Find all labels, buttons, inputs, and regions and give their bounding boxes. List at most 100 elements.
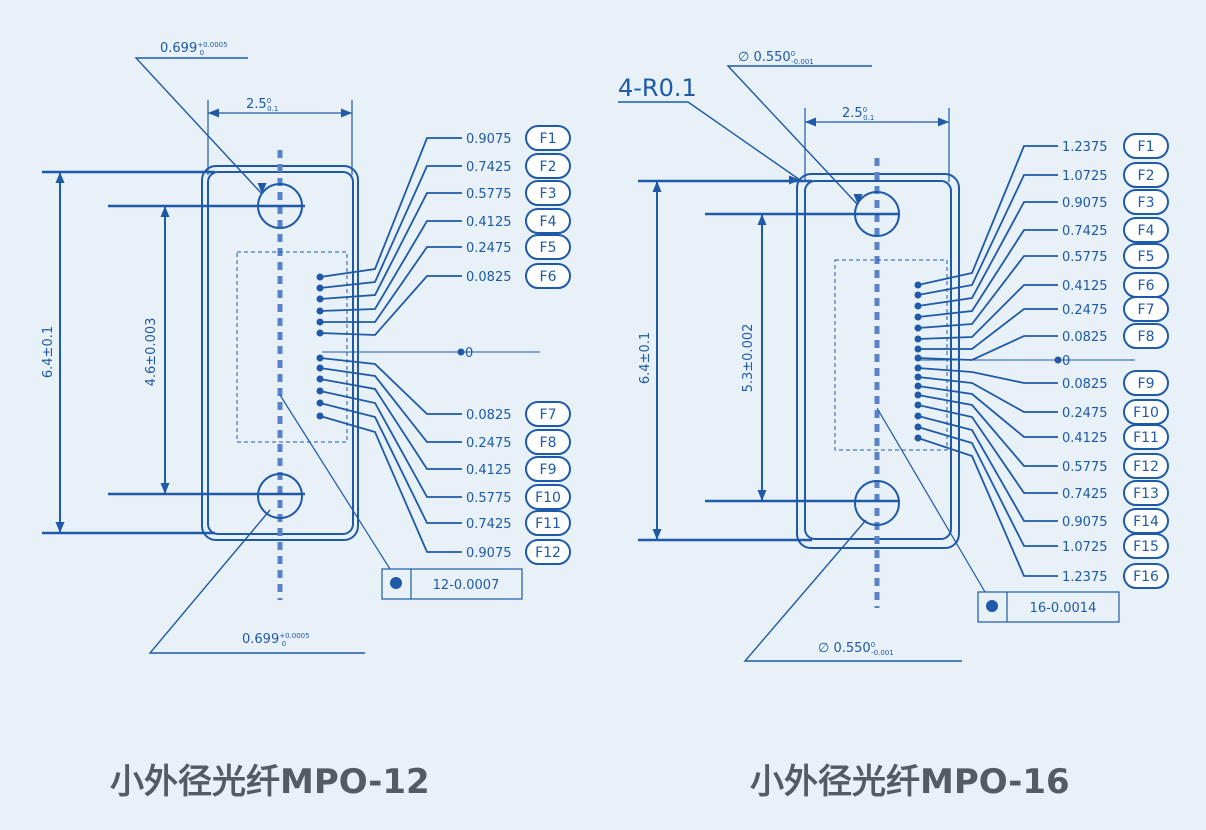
- mpo16-tol-leader: [876, 407, 986, 593]
- mpo16-fiber-area: [834, 259, 948, 451]
- mpo16-fiber-leader-F11: [917, 385, 1058, 438]
- mpo16-fiber-value-F15: 1.0725: [1062, 540, 1108, 555]
- mpo16-fiber-F1-tag-label: F1: [1138, 139, 1155, 155]
- mpo16-height-arrow-bottom: [652, 529, 662, 540]
- mpo16-height-arrow-top: [652, 181, 662, 192]
- mpo16-fiber-F5-tag-label: F5: [1138, 249, 1155, 265]
- caption-mpo12: 小外径光纤MPO-12: [110, 762, 430, 802]
- mpo12-fiber-F7-tag-label: F7: [540, 407, 557, 423]
- mpo16-fiber-value-F11: 0.4125: [1062, 431, 1108, 446]
- mpo12-fiber-value-F10: 0.5775: [466, 491, 512, 506]
- mpo16-fiber-F3-tag-label: F3: [1138, 195, 1155, 211]
- mpo16-fiber-leader-F9: [917, 367, 1058, 384]
- mpo12-pitch-dim: 4.6±0.003: [144, 318, 159, 387]
- mpo12-fiber-F12-tag: [525, 539, 571, 565]
- mpo16-fiber-F9-tag-label: F9: [1138, 376, 1155, 392]
- mpo16-position-icon: [986, 600, 998, 612]
- mpo16-fiber-leader-F14: [917, 415, 1058, 522]
- mpo12-fiber-F2-tag: [525, 153, 571, 179]
- mpo12-fiber-leader-F12: [319, 415, 462, 553]
- mpo16-fiber-F3-tag: [1123, 189, 1169, 215]
- mpo16-fiber-F14-tag-label: F14: [1133, 514, 1159, 530]
- mpo16-fiber-leader-F16: [917, 437, 1058, 577]
- mpo12-fiber-F7-tag: [525, 401, 571, 427]
- mpo16-pitch-arrow-bottom: [757, 490, 767, 501]
- mpo12-pin-leader-top: [134, 57, 263, 195]
- mpo12-fiber-leader-F11: [319, 402, 462, 524]
- mpo12-fiber-leader-F6: [319, 275, 462, 336]
- mpo12-fiber-area: [236, 251, 348, 443]
- mpo16-fiber-leader-F10: [917, 376, 1058, 413]
- mpo16-fiber-F16-tag: [1123, 563, 1169, 589]
- mpo16-fiber-F1-tag: [1123, 133, 1169, 159]
- mpo12-fiber-F2-tag-label: F2: [540, 159, 557, 175]
- mpo12-fiber-value-F11: 0.7425: [466, 517, 512, 532]
- mpo12-pitch-arrow-bottom: [160, 483, 170, 494]
- mpo16-fiber-F12-tag-label: F12: [1133, 459, 1159, 475]
- mpo12-fiber-F3-tag: [525, 180, 571, 206]
- mpo16-fiber-leader-F3: [917, 201, 1058, 307]
- mpo16-fiber-F8-tag-label: F8: [1138, 329, 1155, 345]
- mpo16-fiber-F8-tag: [1123, 323, 1169, 349]
- mpo16-fiber-value-F12: 0.5775: [1062, 460, 1108, 475]
- mpo12-fiber-F12-tag-label: F12: [535, 545, 561, 561]
- mpo12-position-icon: [390, 577, 402, 589]
- caption-mpo16: 小外径光纤MPO-16: [750, 762, 1070, 802]
- mpo16-fiber-F13-tag-label: F13: [1133, 486, 1159, 502]
- mpo12-fiber-value-F7: 0.0825: [466, 408, 512, 423]
- mpo12-fiber-F6-tag-label: F6: [540, 269, 557, 285]
- mpo16-fiber-F11-tag: [1123, 424, 1169, 450]
- mpo16-fiber-F6-tag-label: F6: [1138, 278, 1155, 294]
- mpo16-pin-leader-top-arrow: [853, 194, 863, 205]
- mpo16-fiber-F5-tag: [1123, 243, 1169, 269]
- mpo12-fiber-leader-F8: [319, 367, 462, 443]
- mpo16-fiber-leader-F15: [917, 426, 1058, 547]
- mpo12-origin-label: 0: [465, 346, 473, 361]
- mpo16-position-tol: 16-0.0014: [1030, 601, 1097, 616]
- mpo12-pin-leader-top-arrow: [257, 183, 267, 194]
- mpo12-fiber-F11-tag: [525, 510, 571, 536]
- mpo12-fiber-value-F6: 0.0825: [466, 270, 512, 285]
- mpo16-fiber-value-F2: 1.0725: [1062, 169, 1108, 184]
- mpo16-pitch-arrow-top: [757, 214, 767, 225]
- mpo16-fiber-value-F3: 0.9075: [1062, 196, 1108, 211]
- mpo12-fiber-F4-tag-label: F4: [540, 214, 557, 230]
- mpo16-origin-dot: [1054, 356, 1062, 364]
- mpo16-fiber-leader-F12: [917, 394, 1058, 467]
- mpo16-fiber-F2-tag: [1123, 162, 1169, 188]
- mpo16-fiber-leader-F5: [917, 255, 1058, 329]
- mpo16-fiber-leader-F7: [918, 308, 1058, 350]
- mpo12-position-tol: 12-0.0007: [433, 578, 500, 593]
- mpo16-fiber-leader-F1: [917, 145, 1058, 286]
- mpo12-fiber-F1-tag: [525, 125, 571, 151]
- mpo12-fiber-value-F1: 0.9075: [466, 132, 512, 147]
- mpo12-fiber-leader-F3: [319, 192, 462, 300]
- mpo12-fiber-F1-tag-label: F1: [540, 131, 557, 147]
- mpo16-fiber-value-F16: 1.2375: [1062, 570, 1108, 585]
- mpo12-height-arrow-bottom: [55, 522, 65, 533]
- mpo12-fiber-F6-tag: [525, 263, 571, 289]
- mpo16-fiber-F15-tag: [1123, 533, 1169, 559]
- mpo16-fiber-value-F4: 0.7425: [1062, 224, 1108, 239]
- mpo16-pin-dim-bottom: ∅ 0.5500-0.001: [818, 641, 894, 657]
- mpo12-fiber-F11-tag-label: F11: [535, 516, 561, 532]
- mpo16-fiber-leader-F2: [917, 174, 1058, 296]
- mpo12-width-arrow-right: [341, 108, 352, 118]
- mpo16-height-dim: 6.4±0.1: [638, 332, 653, 384]
- mpo12-fiber-leader-F10: [319, 390, 462, 498]
- mpo16-fiber-value-F10: 0.2475: [1062, 406, 1108, 421]
- mpo12-fiber-value-F8: 0.2475: [466, 436, 512, 451]
- mpo12-fiber-F5-tag-label: F5: [540, 240, 557, 256]
- mpo16-fiber-leader-F6: [917, 284, 1058, 340]
- mpo16-fiber-F15-tag-label: F15: [1133, 539, 1159, 555]
- mpo16-fiber-F4-tag-label: F4: [1138, 223, 1155, 239]
- mpo16-origin-label: 0: [1062, 354, 1070, 369]
- mpo16-pitch-dim: 5.3±0.002: [741, 324, 756, 393]
- mpo16-pin-bottom: [854, 480, 900, 526]
- mpo12-tol-leader: [279, 394, 391, 570]
- mpo12-fiber-leader-F9: [319, 378, 462, 470]
- mpo16-fiber-leader-F4: [917, 229, 1058, 318]
